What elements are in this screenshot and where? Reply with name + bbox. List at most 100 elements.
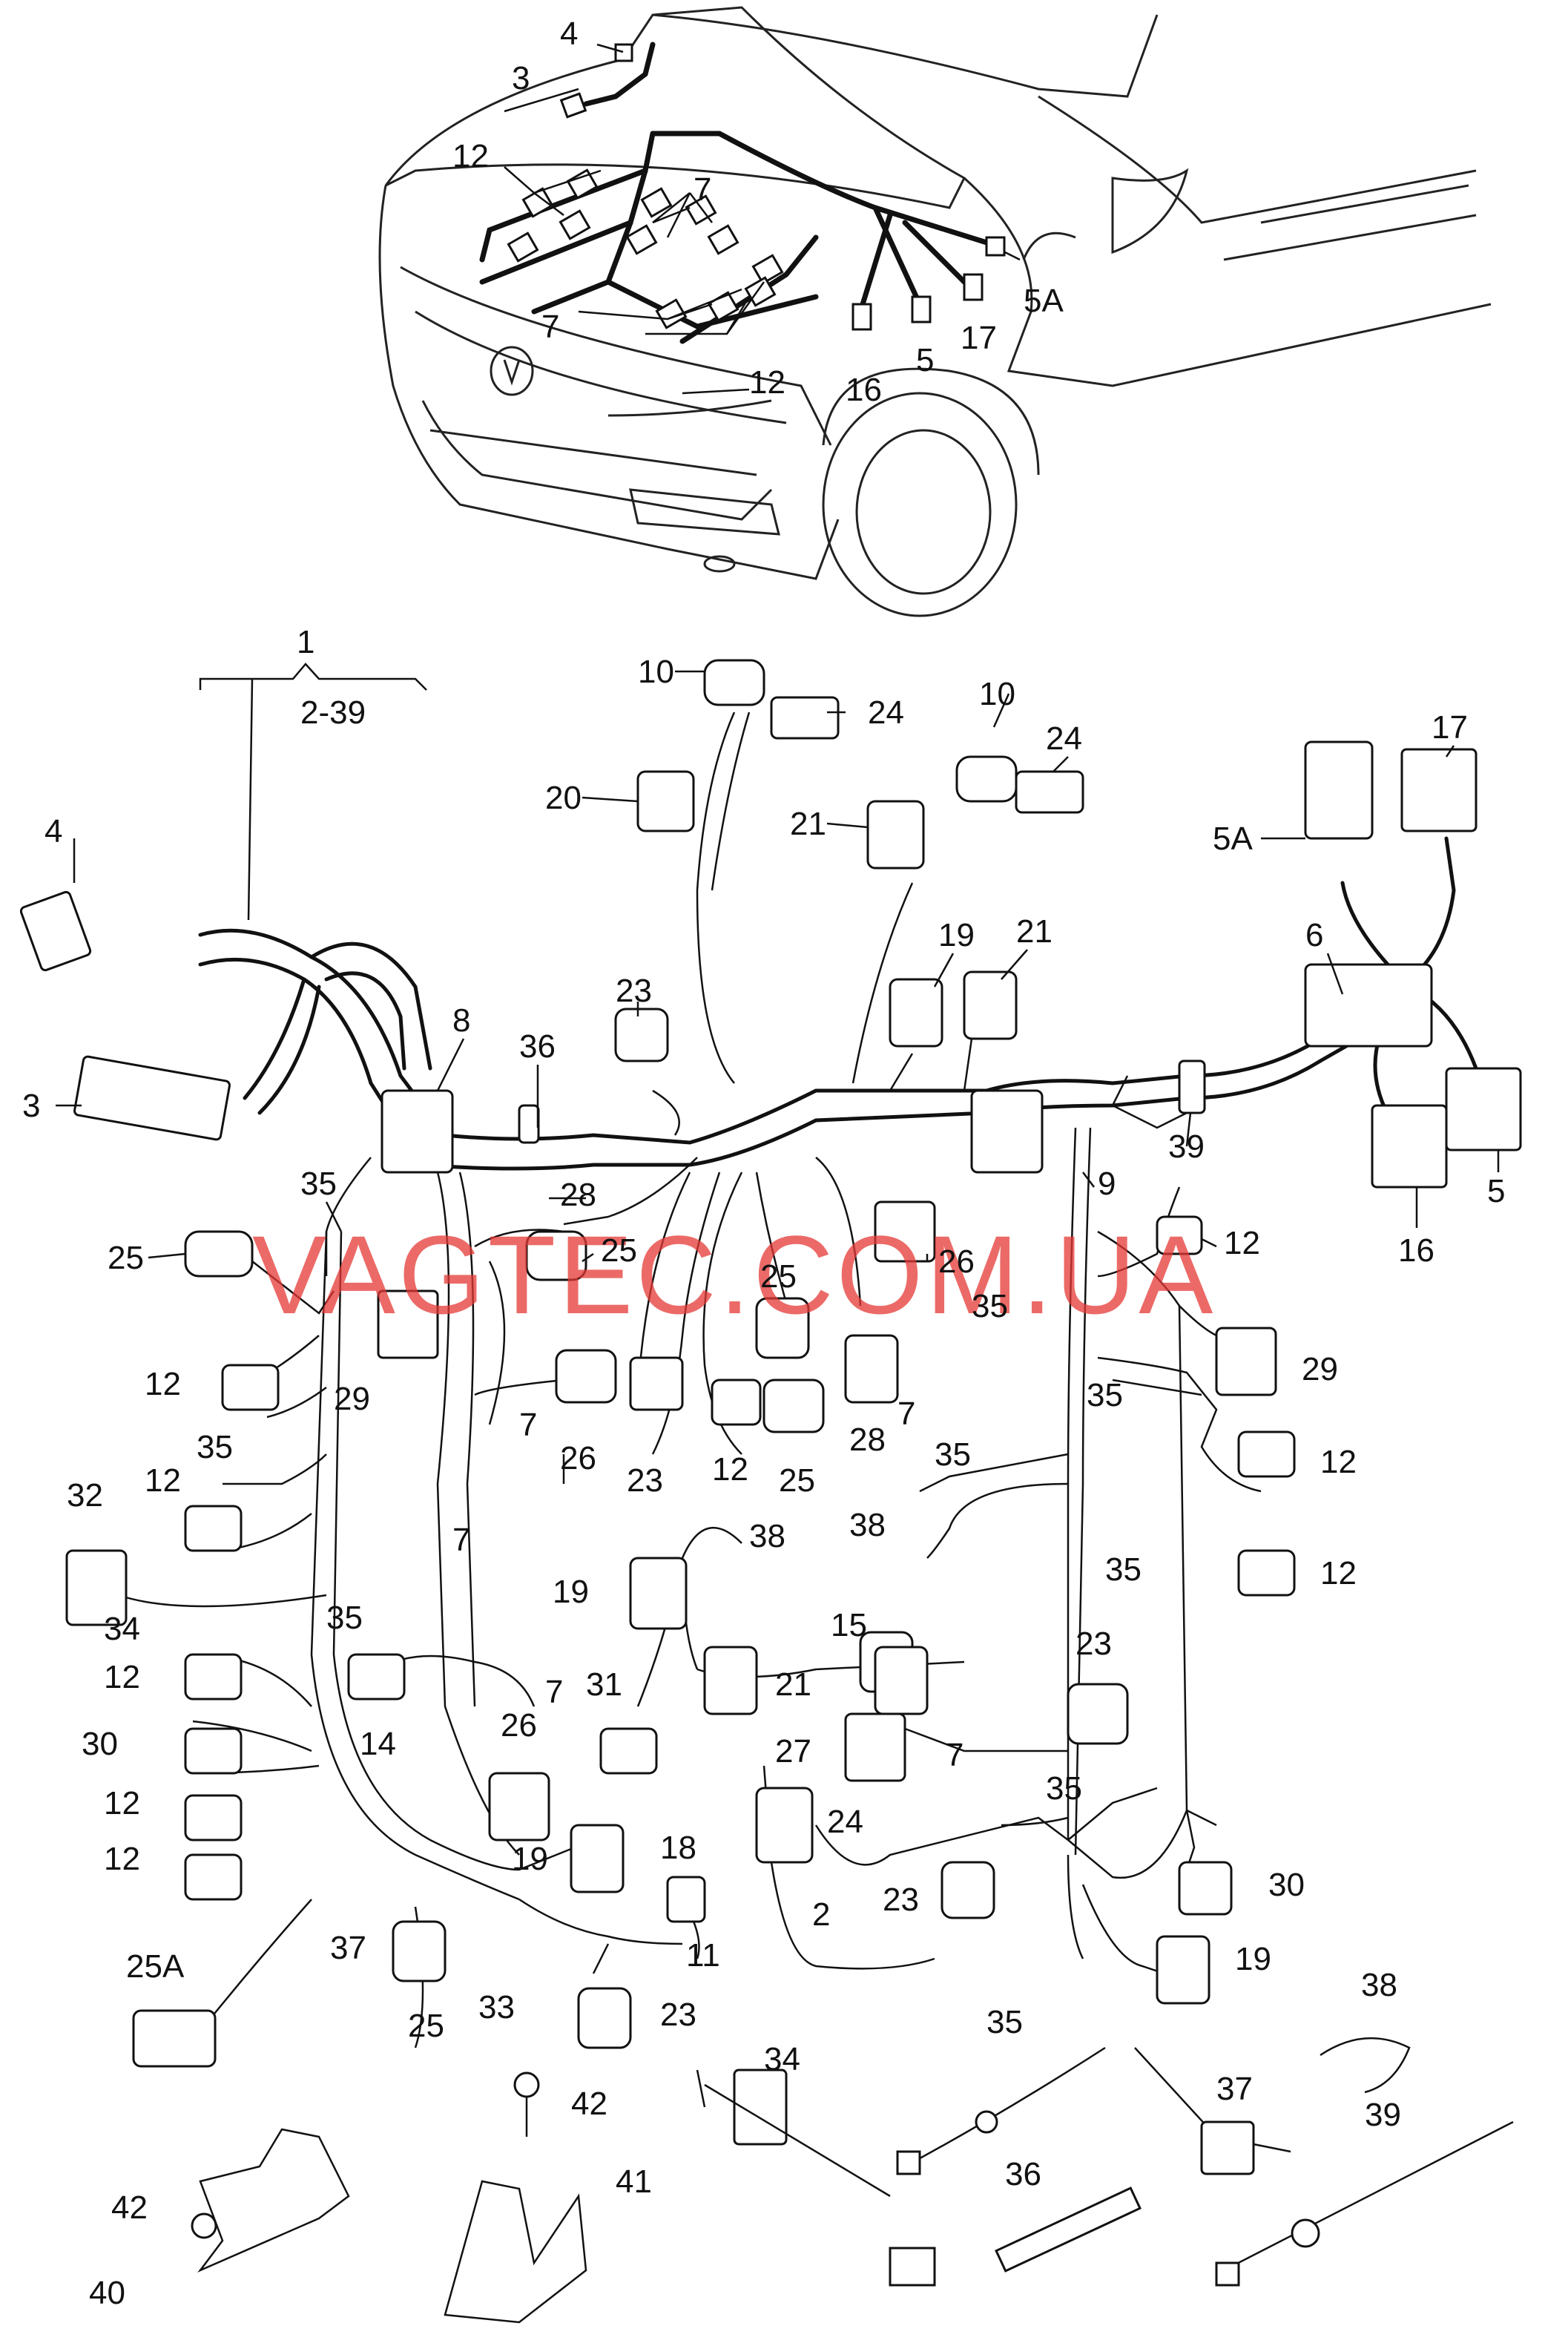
callout-label: 23 bbox=[660, 1997, 696, 2033]
callout-label: 30 bbox=[1268, 1867, 1305, 1903]
callout-label: 10 bbox=[638, 654, 674, 690]
callout-label: 7 bbox=[897, 1396, 915, 1432]
callout-label: 37 bbox=[330, 1930, 366, 1966]
callout-label: 6 bbox=[1305, 917, 1323, 953]
callout-label: 23 bbox=[883, 1882, 919, 1918]
callout-label: 4 bbox=[560, 16, 578, 52]
callout-label: 39 bbox=[1168, 1128, 1205, 1165]
callout-label: 19 bbox=[512, 1841, 548, 1877]
callout-label: 20 bbox=[545, 780, 582, 816]
callout-label: 21 bbox=[775, 1666, 811, 1703]
callout-label: 7 bbox=[519, 1407, 537, 1443]
callout-label: 35 bbox=[972, 1288, 1008, 1324]
callout-label: 34 bbox=[104, 1611, 140, 1647]
callout-label: 36 bbox=[1005, 2156, 1041, 2192]
callout-label: 12 bbox=[749, 364, 785, 401]
callout-label: 2-39 bbox=[300, 694, 366, 731]
callout-label: 28 bbox=[849, 1422, 886, 1458]
callout-label: 23 bbox=[1075, 1626, 1112, 1662]
callout-label: 9 bbox=[1098, 1166, 1116, 1202]
callout-label: 24 bbox=[827, 1804, 863, 1840]
callout-label: 23 bbox=[627, 1462, 663, 1499]
callout-label: 42 bbox=[111, 2189, 148, 2226]
callout-label: 7 bbox=[541, 309, 559, 345]
callout-label: 5 bbox=[1487, 1173, 1505, 1209]
watermark: VAGTEC.COM.UA bbox=[252, 1212, 1216, 1337]
callout-label: 8 bbox=[452, 1002, 470, 1039]
callout-label: 38 bbox=[1361, 1967, 1397, 2003]
callout-label: 35 bbox=[326, 1600, 363, 1636]
leader-lines bbox=[56, 670, 1500, 1263]
callout-label: 35 bbox=[1046, 1770, 1082, 1807]
callout-label: 37 bbox=[1216, 2071, 1253, 2107]
callout-label: 40 bbox=[89, 2275, 125, 2311]
callout-label: 24 bbox=[868, 694, 904, 731]
callout-label: 18 bbox=[660, 1830, 696, 1866]
callout-label: 28 bbox=[560, 1177, 596, 1213]
callout-label: 25 bbox=[601, 1232, 637, 1269]
callout-label: 41 bbox=[616, 2163, 652, 2200]
callout-label: 24 bbox=[1046, 720, 1082, 757]
callout-label: 26 bbox=[501, 1707, 537, 1744]
callout-label: 11 bbox=[686, 1937, 720, 1974]
callout-label: 3 bbox=[512, 60, 530, 96]
callout-label: 5A bbox=[1024, 283, 1064, 319]
callout-label: 25 bbox=[779, 1462, 815, 1499]
callout-label: 19 bbox=[1235, 1941, 1271, 1977]
callout-label: 26 bbox=[560, 1440, 596, 1476]
callout-label: 23 bbox=[616, 973, 652, 1009]
callout-label: 7 bbox=[694, 171, 711, 208]
callout-label: 12 bbox=[104, 1659, 140, 1695]
callout-label: 16 bbox=[1398, 1232, 1434, 1269]
callout-label: 33 bbox=[478, 1989, 515, 2025]
callout-label: 34 bbox=[764, 2041, 800, 2077]
callout-label: 25 bbox=[760, 1258, 797, 1295]
callout-label: 35 bbox=[1105, 1551, 1142, 1588]
callout-label: 27 bbox=[775, 1733, 811, 1770]
callout-label: 35 bbox=[986, 2004, 1023, 2040]
callout-label: 14 bbox=[360, 1726, 396, 1762]
callout-label: 12 bbox=[145, 1462, 181, 1499]
callout-label: 16 bbox=[846, 372, 882, 408]
callout-label: 29 bbox=[334, 1381, 370, 1417]
callout-labels: 3 4 12 7 7 12 5A 16 5 17 1 2-39 4 3 8 36… bbox=[22, 16, 1505, 2311]
callout-label: 25 bbox=[108, 1240, 144, 1276]
callout-label: 7 bbox=[452, 1522, 470, 1558]
callout-label: 12 bbox=[1320, 1555, 1357, 1591]
callout-label: 21 bbox=[1016, 913, 1053, 950]
callout-label: 1 bbox=[297, 624, 314, 660]
callout-label: 7 bbox=[545, 1674, 563, 1710]
callout-label: 25 bbox=[408, 2008, 444, 2044]
callout-label: 32 bbox=[67, 1477, 103, 1514]
callout-label: 15 bbox=[831, 1607, 867, 1643]
callout-label: 17 bbox=[1432, 709, 1468, 746]
callout-label: 10 bbox=[979, 676, 1015, 712]
callout-label: 38 bbox=[749, 1518, 785, 1554]
callout-label: 35 bbox=[1087, 1377, 1123, 1413]
callout-label: 5 bbox=[916, 342, 934, 378]
vehicle-illustration bbox=[378, 6, 1492, 617]
callout-label: 12 bbox=[1320, 1444, 1357, 1480]
callout-label: 25A bbox=[126, 1948, 185, 1985]
callout-label: 35 bbox=[935, 1436, 971, 1473]
callout-label: 12 bbox=[1224, 1225, 1260, 1261]
callout-label: 35 bbox=[300, 1166, 337, 1202]
callout-label: 4 bbox=[45, 813, 62, 850]
callout-label: 35 bbox=[197, 1429, 233, 1465]
callout-label: 3 bbox=[22, 1088, 40, 1124]
callout-label: 39 bbox=[1365, 2097, 1401, 2133]
callout-label: 19 bbox=[938, 917, 975, 953]
callout-label: 29 bbox=[1302, 1351, 1338, 1387]
callout-label: 30 bbox=[82, 1726, 118, 1762]
callout-label: 21 bbox=[790, 806, 826, 842]
callout-label: 17 bbox=[961, 320, 997, 356]
callout-label: 5A bbox=[1213, 821, 1253, 857]
callout-label: 36 bbox=[519, 1028, 556, 1065]
callout-label: 12 bbox=[104, 1841, 140, 1877]
wiring-harness bbox=[19, 659, 1522, 2324]
callout-label: 19 bbox=[553, 1574, 589, 1610]
callout-label: 2 bbox=[812, 1896, 830, 1933]
callout-label: 7 bbox=[946, 1737, 963, 1773]
callout-label: 42 bbox=[571, 2086, 607, 2122]
